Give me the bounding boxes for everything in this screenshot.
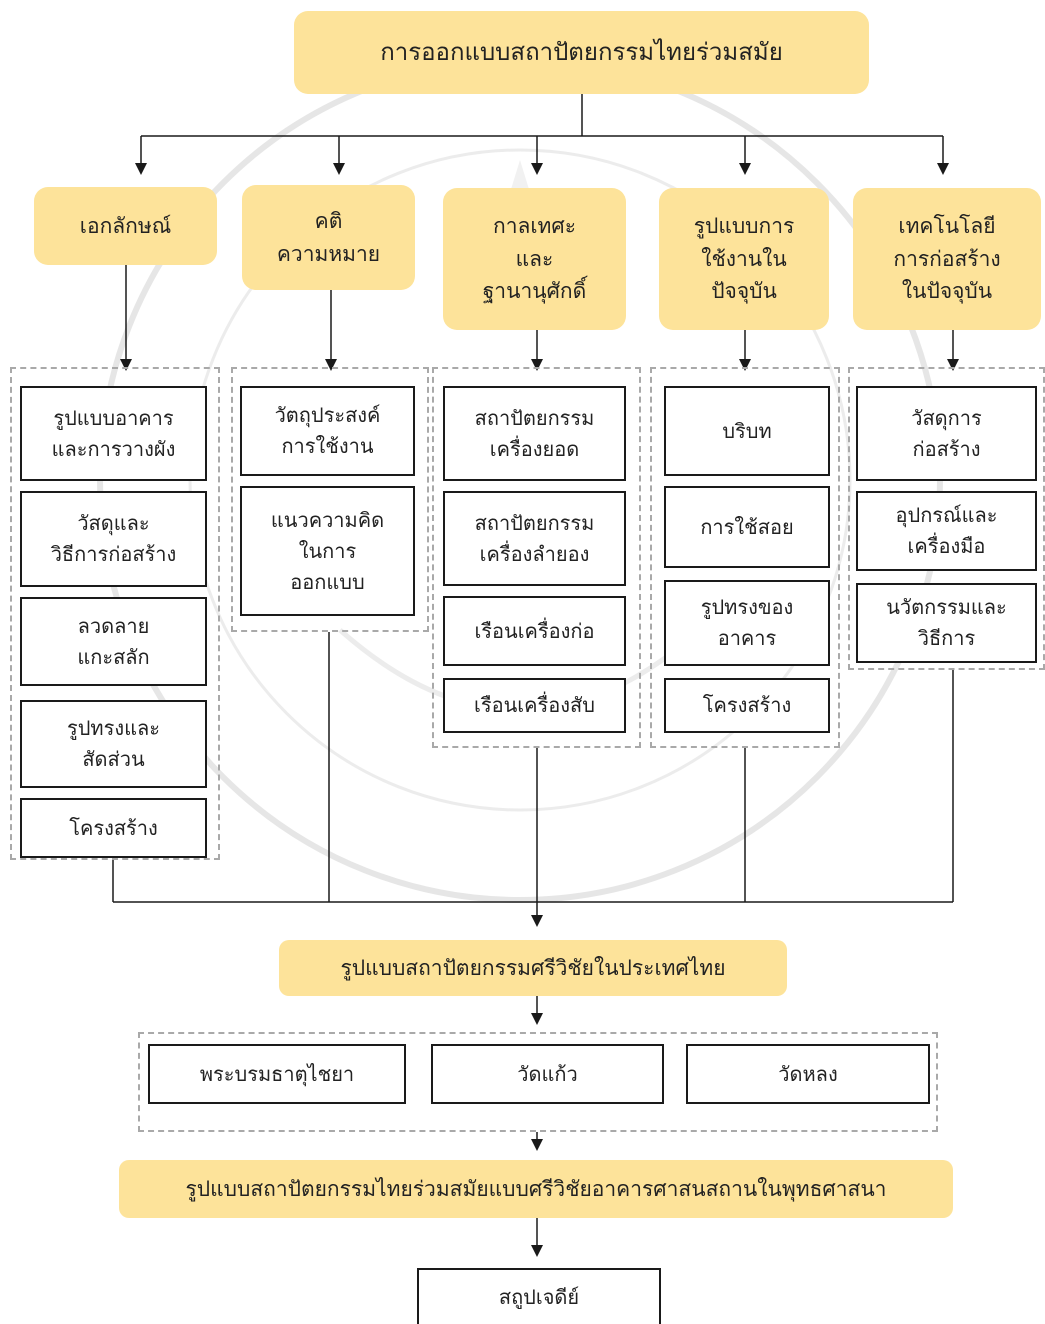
- item-function: การใช้สอย: [664, 486, 830, 568]
- item-design-concept: แนวความคิด ในการ ออกแบบ: [240, 486, 415, 616]
- contemporary-style-box: รูปแบบสถาปัตยกรรมไทยร่วมสมัยแบบศรีวิชัยอ…: [119, 1160, 953, 1218]
- category-meaning: คติ ความหมาย: [242, 185, 415, 290]
- category-present-use: รูปแบบการ ใช้งานใน ปัจจุบัน: [659, 188, 829, 330]
- item-building-form: รูปทรงของ อาคาร: [664, 580, 830, 666]
- category-technology: เทคโนโลยี การก่อสร้าง ในปัจจุบัน: [853, 188, 1041, 330]
- group-meaning: [231, 367, 429, 632]
- item-structure: โครงสร้าง: [20, 798, 207, 858]
- item-building-layout: รูปแบบอาคาร และการวางผัง: [20, 386, 207, 481]
- main-title-box: การออกแบบสถาปัตยกรรมไทยร่วมสมัย: [294, 11, 869, 94]
- item-timber-house: เรือนเครื่องสับ: [443, 678, 626, 733]
- group-status: [432, 367, 641, 748]
- group-technology: [848, 367, 1045, 670]
- group-present-use: [650, 367, 840, 748]
- item-carving-patterns: ลวดลาย แกะสลัก: [20, 597, 207, 686]
- category-identity: เอกลักษณ์: [34, 187, 217, 265]
- item-masonry-house: เรือนเครื่องก่อ: [443, 596, 626, 666]
- item-innovation-methods: นวัตกรรมและ วิธีการ: [856, 583, 1037, 663]
- category-status: กาลเทศะ และ ฐานานุศักดิ์: [443, 188, 626, 330]
- item-context: บริบท: [664, 386, 830, 476]
- item-purpose: วัตถุประสงค์ การใช้งาน: [240, 386, 415, 476]
- item-lamyong-architecture: สถาปัตยกรรม เครื่องลำยอง: [443, 491, 626, 586]
- item-construction-materials: วัสดุการ ก่อสร้าง: [856, 386, 1037, 481]
- item-structure-2: โครงสร้าง: [664, 678, 830, 733]
- item-spired-architecture: สถาปัตยกรรม เครื่องยอด: [443, 386, 626, 481]
- item-form-proportion: รูปทรงและ สัดส่วน: [20, 700, 207, 788]
- site-wat-kaeo: วัดแก้ว: [431, 1044, 664, 1104]
- srivijaya-style-box: รูปแบบสถาปัตยกรรมศรีวิชัยในประเทศไทย: [279, 940, 787, 996]
- item-materials-methods: วัสดุและ วิธีการก่อสร้าง: [20, 491, 207, 587]
- site-phra-borommathat-chaiya: พระบรมธาตุไชยา: [148, 1044, 406, 1104]
- item-equipment-tools: อุปกรณ์และ เครื่องมือ: [856, 491, 1037, 571]
- group-sites: [138, 1032, 938, 1132]
- site-wat-long: วัดหลง: [686, 1044, 930, 1104]
- result-stupa-box: สถูปเจดีย์: [417, 1268, 661, 1324]
- group-identity: [10, 367, 220, 860]
